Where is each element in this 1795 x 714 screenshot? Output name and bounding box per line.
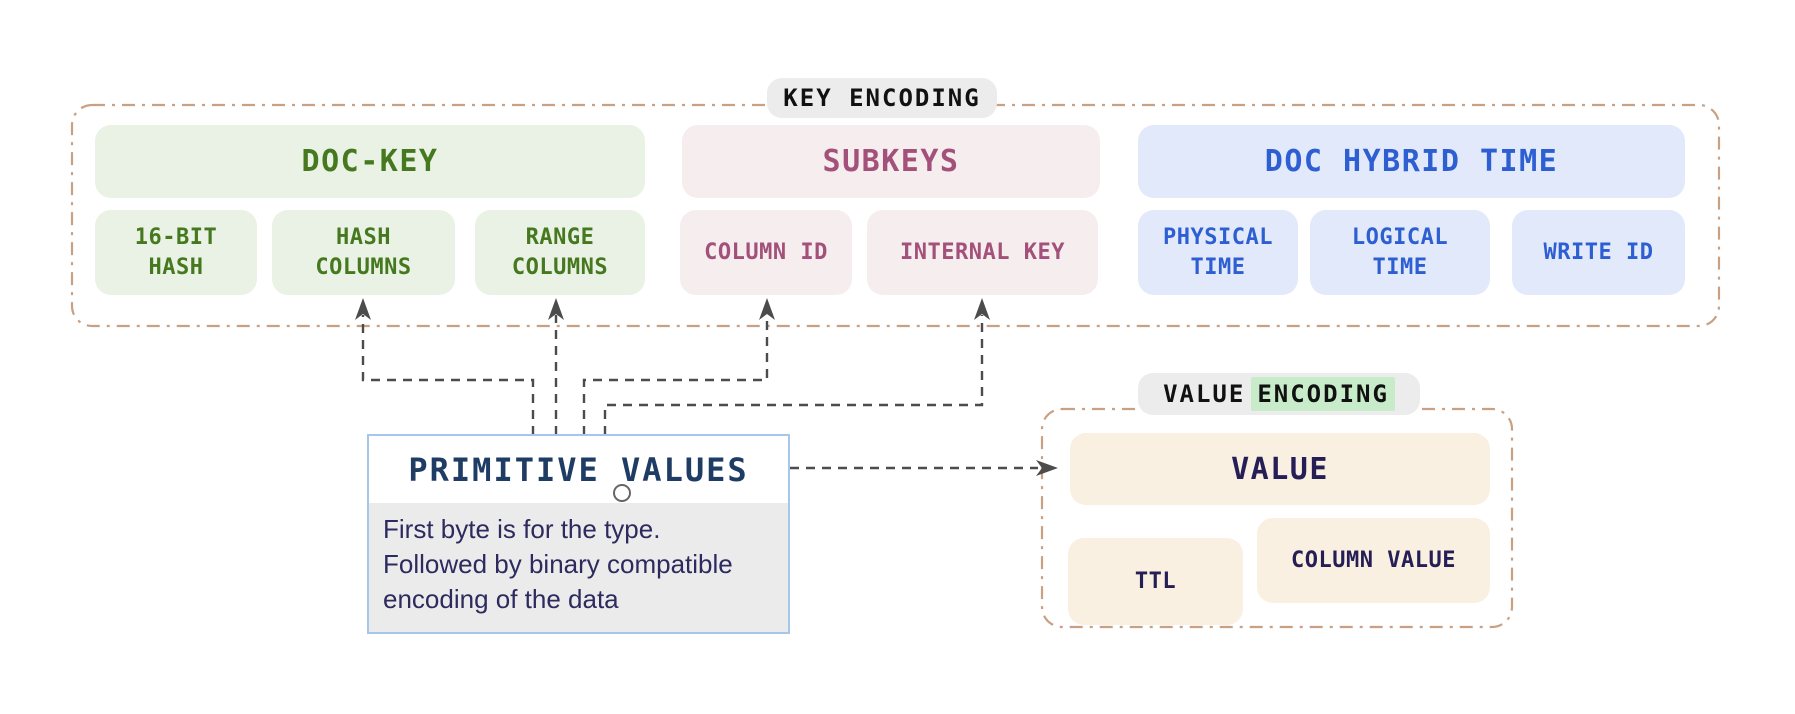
box-column-id-label: COLUMN ID xyxy=(704,239,828,265)
box-physical-time-label: PHYSICAL TIME xyxy=(1163,225,1273,280)
arrowhead-range-columns xyxy=(548,298,564,320)
box-16-bit-hash: 16-BIT HASH xyxy=(95,210,257,295)
box-internal-key: INTERNAL KEY xyxy=(867,210,1098,295)
box-range-columns-label: RANGE COLUMNS xyxy=(511,225,609,280)
box-logical-time: LOGICAL TIME xyxy=(1310,210,1490,295)
doc-hybrid-time-title: DOC HYBRID TIME xyxy=(1264,144,1559,179)
box-column-value-label: COLUMN VALUE xyxy=(1291,547,1456,573)
box-hash-columns-label: HASH COLUMNS xyxy=(315,225,412,280)
key-encoding-container-border xyxy=(70,103,1721,328)
box-write-id-label: WRITE ID xyxy=(1543,239,1654,265)
arrowhead-hash-columns xyxy=(355,298,371,320)
primitive-values-card: PRIMITIVE VALUES First byte is for the t… xyxy=(367,434,790,634)
primitive-values-title: PRIMITIVE VALUES xyxy=(408,450,749,489)
arrow-to-internal-key xyxy=(603,315,984,435)
box-16-bit-hash-label: 16-BIT HASH xyxy=(134,225,218,280)
arrow-to-hash-columns xyxy=(361,315,535,435)
arrow-to-column-id xyxy=(582,315,769,435)
value-encoding-label-plain: VALUE xyxy=(1163,380,1246,408)
arrowhead-column-id xyxy=(759,298,775,320)
key-encoding-label: KEY ENCODING xyxy=(767,78,997,118)
subkeys-header: SUBKEYS xyxy=(682,125,1100,198)
doc-key-header: DOC-KEY xyxy=(95,125,645,198)
box-hash-columns: HASH COLUMNS xyxy=(272,210,455,295)
doc-hybrid-time-header: DOC HYBRID TIME xyxy=(1138,125,1685,198)
box-ttl: TTL xyxy=(1068,538,1243,625)
value-encoding-label-highlighted: ENCODING xyxy=(1251,377,1395,411)
box-column-id: COLUMN ID xyxy=(680,210,852,295)
box-write-id: WRITE ID xyxy=(1512,210,1685,295)
key-encoding-label-text: KEY ENCODING xyxy=(783,84,981,112)
box-column-value: COLUMN VALUE xyxy=(1257,518,1490,603)
subkeys-title: SUBKEYS xyxy=(822,144,960,179)
value-encoding-label: VALUE ENCODING xyxy=(1138,373,1420,415)
connection-anchor-dot xyxy=(613,484,631,502)
box-logical-time-label: LOGICAL TIME xyxy=(1351,225,1449,280)
doc-key-title: DOC-KEY xyxy=(301,144,439,179)
arrowhead-internal-key xyxy=(974,298,990,320)
box-range-columns: RANGE COLUMNS xyxy=(475,210,645,295)
box-value-label: VALUE xyxy=(1231,451,1329,487)
arrowhead-value xyxy=(1036,460,1058,476)
box-physical-time: PHYSICAL TIME xyxy=(1138,210,1298,295)
box-value: VALUE xyxy=(1070,433,1490,505)
primitive-values-header: PRIMITIVE VALUES xyxy=(369,436,788,503)
box-ttl-label: TTL xyxy=(1134,568,1177,594)
primitive-values-description: First byte is for the type. Followed by … xyxy=(369,503,788,632)
box-internal-key-label: INTERNAL KEY xyxy=(900,239,1065,265)
